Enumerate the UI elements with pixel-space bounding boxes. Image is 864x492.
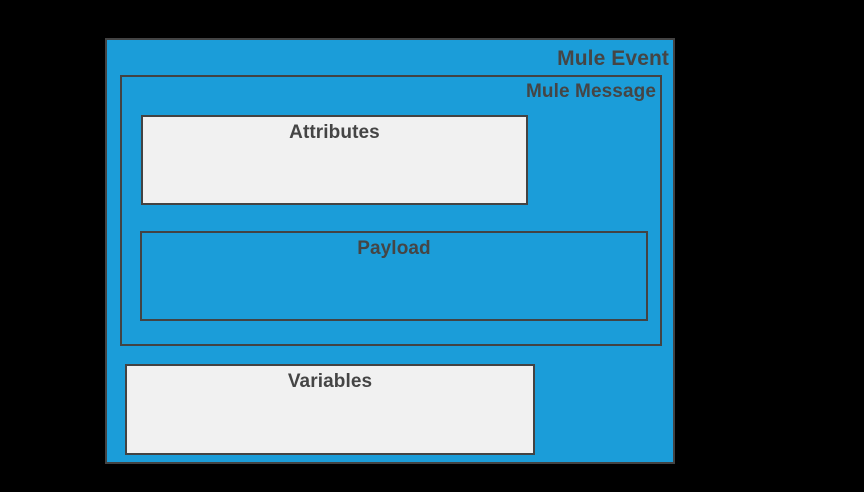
variables-label: Variables bbox=[287, 371, 373, 392]
mule-message-container[interactable]: Mule Message Attributes Payload bbox=[120, 75, 662, 346]
payload-label: Payload bbox=[357, 238, 431, 259]
variables-box[interactable]: Variables bbox=[125, 364, 535, 455]
attributes-label: Attributes bbox=[289, 122, 380, 143]
mule-event-label: Mule Event bbox=[557, 47, 669, 70]
mule-message-label: Mule Message bbox=[525, 81, 656, 102]
mule-event-container[interactable]: Mule Event Mule Message Attributes Paylo… bbox=[105, 38, 675, 464]
payload-box[interactable]: Payload bbox=[140, 231, 648, 321]
attributes-box[interactable]: Attributes bbox=[141, 115, 528, 205]
